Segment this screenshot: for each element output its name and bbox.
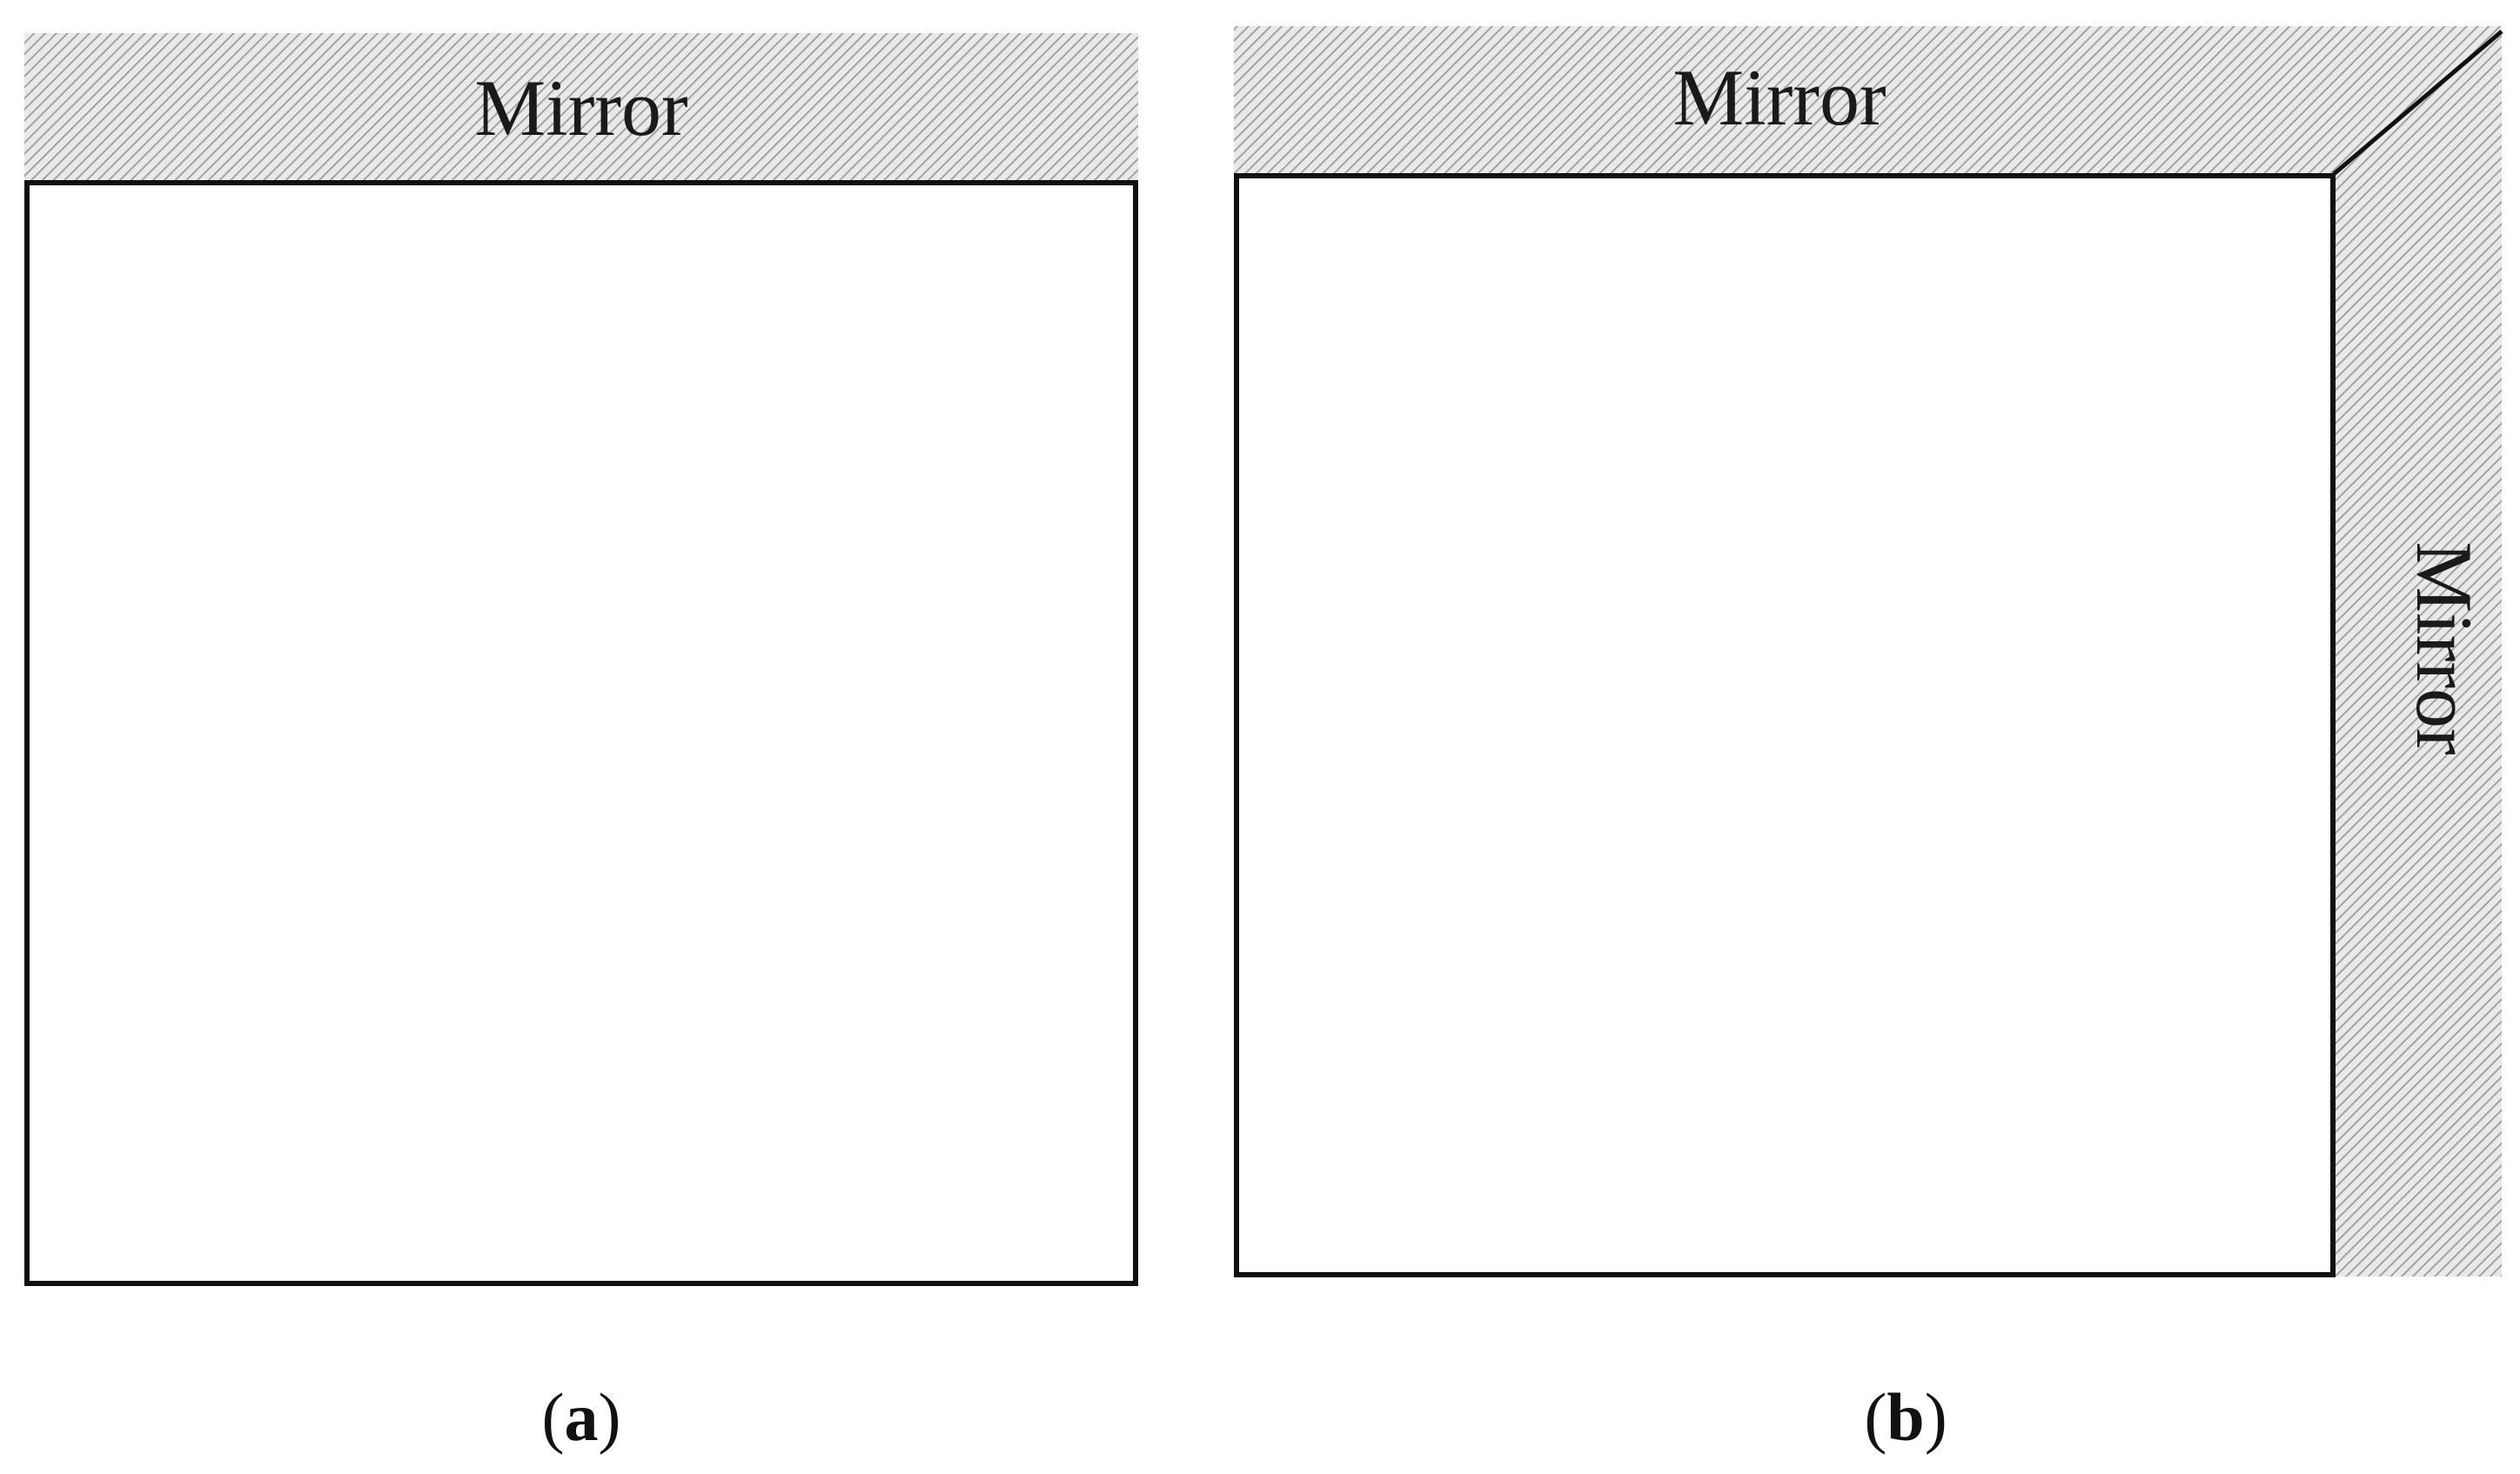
caption-b: (b) bbox=[1864, 1379, 1947, 1455]
cavity-square-b bbox=[1234, 173, 2336, 1277]
mirror-label-right-b: Mirror bbox=[2400, 541, 2489, 754]
mirror-top-a bbox=[24, 33, 1138, 183]
panel-a: Mirror (a) bbox=[24, 33, 1138, 1455]
mirror-label-top-b: Mirror bbox=[1672, 53, 1886, 142]
panel-b: Mirror Mirror (b) bbox=[1234, 26, 2503, 1455]
caption-a: (a) bbox=[542, 1379, 621, 1455]
cavity-square-a bbox=[24, 180, 1138, 1286]
mirror-corner-line-b bbox=[2332, 30, 2503, 176]
mirror-region-b bbox=[1234, 26, 2502, 1276]
mirror-label-top-a: Mirror bbox=[474, 64, 687, 152]
